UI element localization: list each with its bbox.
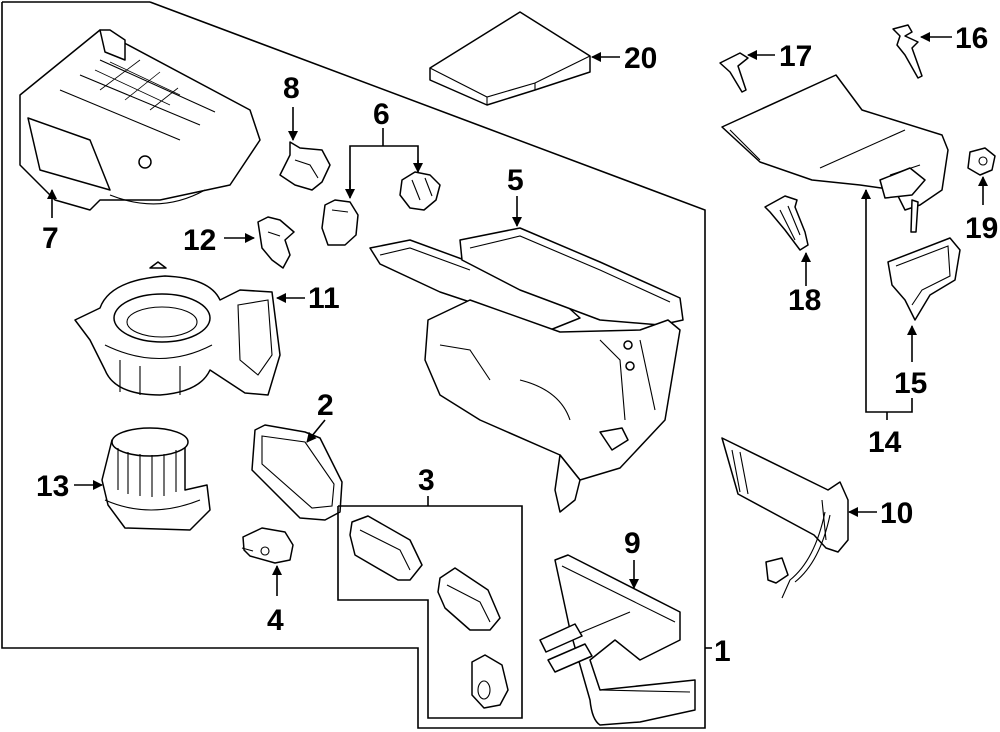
- part-10-evaporator[interactable]: [721, 437, 849, 599]
- callout-5[interactable]: 5: [507, 164, 524, 197]
- callout-18[interactable]: 18: [788, 284, 821, 317]
- part-3-seal-a[interactable]: [349, 515, 423, 581]
- part-2-seal[interactable]: [251, 424, 343, 521]
- part-17-retainer-clip[interactable]: [719, 52, 749, 93]
- part-14-duct[interactable]: [721, 74, 949, 233]
- part-3-seal-b[interactable]: [437, 567, 501, 631]
- assembly-1-boundary: [1, 1, 706, 729]
- part-9-heater-core[interactable]: [539, 554, 696, 726]
- part-12-resistor[interactable]: [257, 216, 295, 269]
- part-20-cabin-filter[interactable]: [429, 11, 591, 106]
- callout-20[interactable]: 20: [624, 42, 657, 75]
- callout-15[interactable]: 15: [894, 367, 927, 400]
- callout-3-box: [337, 505, 523, 719]
- callout-11[interactable]: 11: [308, 282, 340, 315]
- part-7-intake-housing[interactable]: [19, 29, 261, 211]
- part-5-upper-case[interactable]: [369, 227, 684, 513]
- part-8-actuator[interactable]: [279, 141, 331, 191]
- part-18-push-rivet[interactable]: [764, 195, 809, 251]
- callout-3[interactable]: 3: [418, 464, 435, 497]
- callout-12[interactable]: 12: [183, 224, 216, 257]
- callout-19[interactable]: 19: [965, 212, 998, 245]
- callout-7[interactable]: 7: [42, 222, 59, 255]
- callout-8[interactable]: 8: [283, 72, 300, 105]
- callout-6[interactable]: 6: [373, 98, 390, 131]
- callout-17[interactable]: 17: [779, 40, 812, 73]
- part-4-sensor[interactable]: [241, 527, 294, 564]
- part-13-blower-motor[interactable]: [101, 427, 211, 531]
- callout-1[interactable]: 1: [714, 635, 731, 668]
- part-16-push-pin[interactable]: [892, 24, 923, 79]
- callout-14-bracket: [865, 190, 913, 413]
- part-6-actuator-a[interactable]: [321, 199, 359, 246]
- callout-9[interactable]: 9: [624, 527, 641, 560]
- part-3-seal-c[interactable]: [471, 654, 509, 709]
- part-15-duct-seal[interactable]: [887, 237, 961, 321]
- part-6-actuator-b[interactable]: [399, 171, 441, 211]
- part-19-grommet[interactable]: [967, 147, 996, 176]
- callout-14[interactable]: 14: [868, 426, 902, 459]
- callout-6-bracket: [349, 145, 419, 195]
- callout-4[interactable]: 4: [267, 604, 284, 637]
- callout-2[interactable]: 2: [317, 389, 334, 422]
- callout-2-leader: [306, 419, 326, 443]
- part-11-blower-housing[interactable]: [74, 261, 281, 396]
- callout-16[interactable]: 16: [955, 22, 988, 55]
- callout-13[interactable]: 13: [36, 470, 69, 503]
- callout-10[interactable]: 10: [880, 497, 913, 530]
